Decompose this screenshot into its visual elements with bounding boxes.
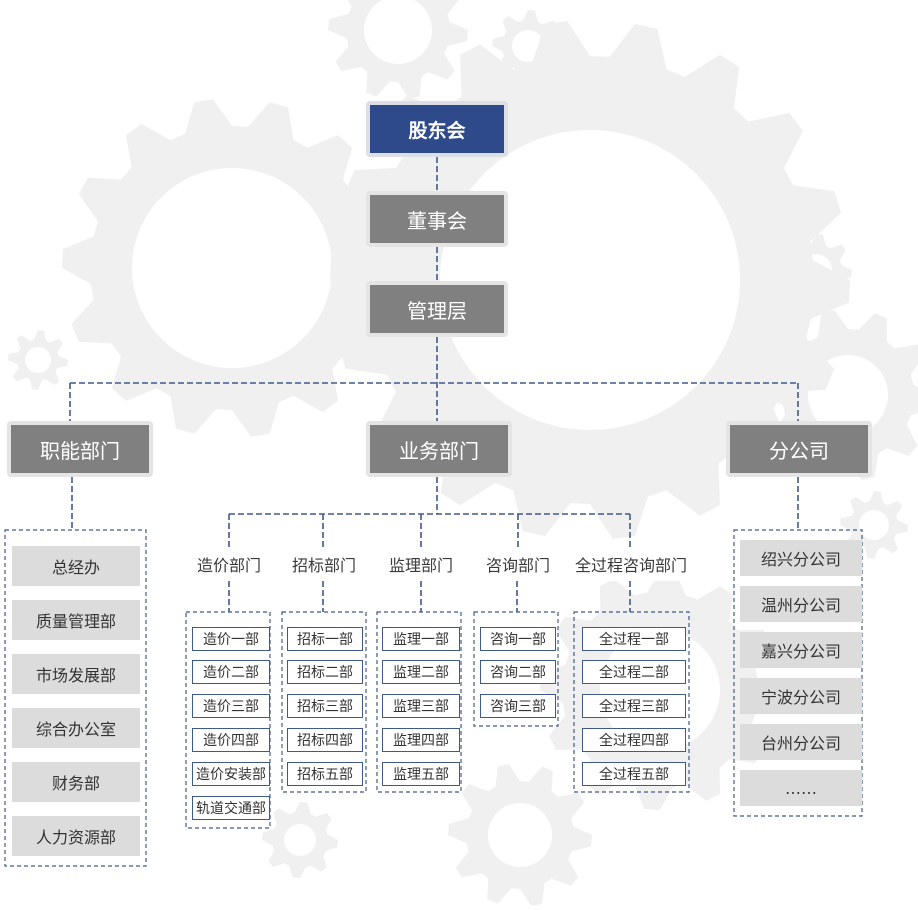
branch-item: 宁波分公司 — [740, 678, 862, 714]
business-unit: 监理三部 — [382, 694, 460, 718]
business-unit: 造价安装部 — [192, 762, 270, 786]
business-unit: 轨道交通部 — [192, 796, 270, 820]
business-unit: 全过程三部 — [582, 694, 686, 718]
business-unit: 造价四部 — [192, 728, 270, 752]
functional-item: 市场发展部 — [12, 654, 140, 694]
business-unit: 全过程二部 — [582, 660, 686, 684]
branch-item: …… — [740, 770, 862, 806]
gear-shape — [448, 763, 592, 907]
business-unit: 全过程五部 — [582, 762, 686, 786]
gear-shape — [780, 234, 852, 306]
branch-item: 绍兴分公司 — [740, 540, 862, 576]
group-frame — [281, 611, 367, 793]
business-unit: 招标五部 — [287, 762, 363, 786]
business-unit: 监理二部 — [382, 660, 460, 684]
business-group-label: 咨询部门 — [476, 547, 560, 581]
branch-item: 嘉兴分公司 — [740, 632, 862, 668]
shareholders-node: 股东会 — [366, 101, 508, 157]
business-unit: 造价二部 — [192, 660, 270, 684]
group-frame — [376, 611, 462, 793]
group-frame — [185, 611, 271, 829]
functional-item: 总经办 — [12, 546, 140, 586]
business-unit: 全过程四部 — [582, 728, 686, 752]
business-unit: 咨询三部 — [480, 694, 556, 718]
business-unit: 咨询一部 — [480, 627, 556, 651]
group-frame — [573, 611, 690, 793]
functional-item: 财务部 — [12, 762, 140, 802]
group-frame — [4, 529, 147, 867]
business-unit: 监理五部 — [382, 762, 460, 786]
business-departments-node: 业务部门 — [366, 421, 512, 477]
group-frame — [473, 611, 559, 727]
functional-departments-node: 职能部门 — [7, 421, 153, 477]
business-unit: 全过程一部 — [582, 627, 686, 651]
gear-shape — [62, 99, 402, 437]
business-unit: 招标四部 — [287, 728, 363, 752]
business-unit: 招标二部 — [287, 660, 363, 684]
gear-shape — [8, 330, 68, 390]
board-node: 董事会 — [366, 191, 508, 247]
branches-node: 分公司 — [726, 421, 872, 477]
business-group-label: 造价部门 — [186, 547, 272, 581]
functional-item: 质量管理部 — [12, 600, 140, 640]
functional-item: 人力资源部 — [12, 816, 140, 856]
gear-shape — [492, 10, 564, 82]
business-unit: 造价三部 — [192, 694, 270, 718]
business-unit: 监理四部 — [382, 728, 460, 752]
gear-shape — [262, 802, 338, 878]
branch-item: 台州分公司 — [740, 724, 862, 760]
business-unit: 招标一部 — [287, 627, 363, 651]
business-unit: 造价一部 — [192, 627, 270, 651]
branch-item: 温州分公司 — [740, 586, 862, 622]
group-frame — [733, 529, 863, 817]
business-group-label: 招标部门 — [283, 547, 365, 581]
business-unit: 咨询二部 — [480, 660, 556, 684]
business-group-label: 全过程咨询部门 — [569, 547, 693, 581]
management-node: 管理层 — [366, 281, 508, 337]
business-group-label: 监理部门 — [379, 547, 463, 581]
functional-item: 综合办公室 — [12, 708, 140, 748]
business-unit: 监理一部 — [382, 627, 460, 651]
gear-shape — [328, 0, 468, 100]
business-unit: 招标三部 — [287, 694, 363, 718]
